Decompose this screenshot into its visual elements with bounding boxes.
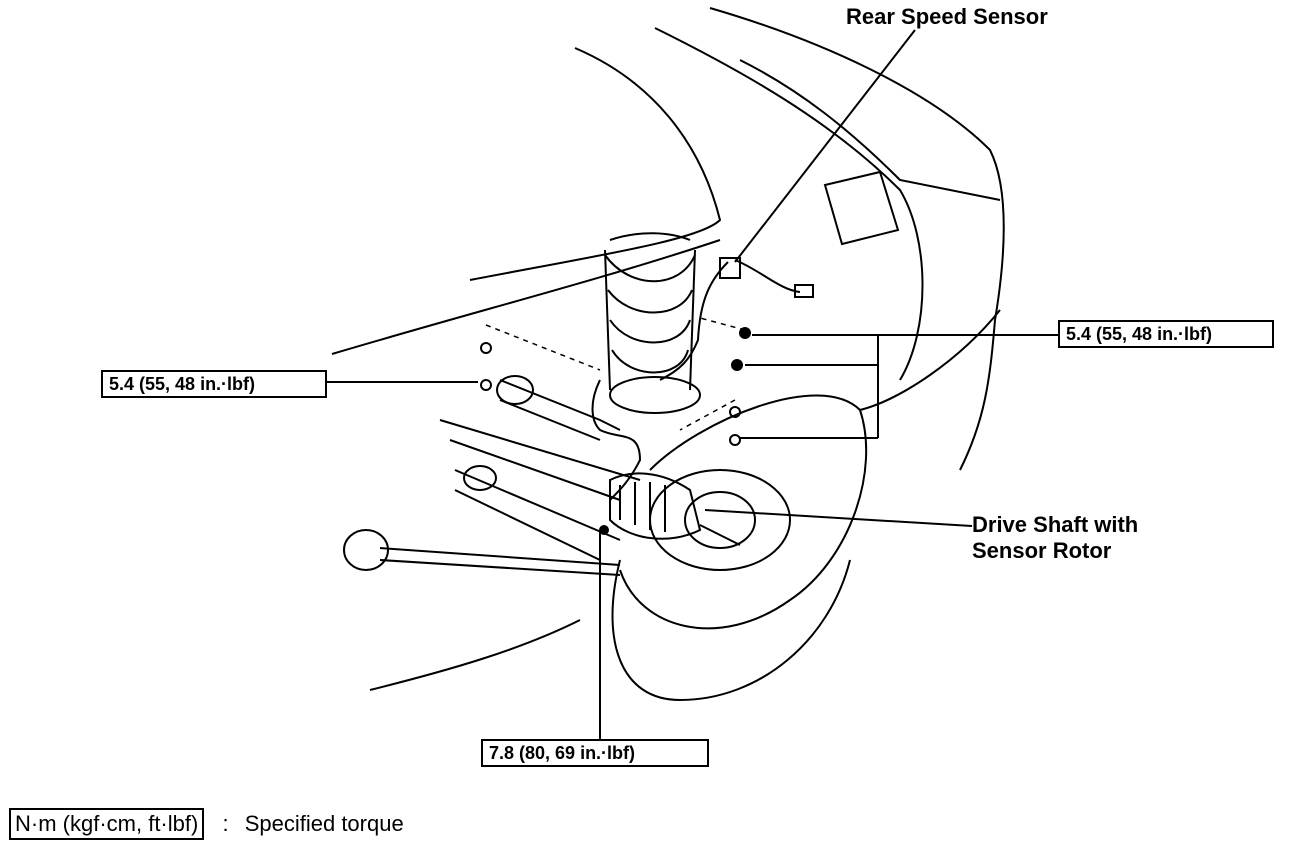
drive-shaft-boot bbox=[609, 472, 741, 546]
leader-lines bbox=[322, 29, 1058, 740]
drive-shaft-label: Drive Shaft with Sensor Rotor bbox=[972, 512, 1138, 564]
legend-separator: : bbox=[222, 811, 229, 836]
torque-legend: N·m (kgf·cm, ft·lbf) : Specified torque bbox=[9, 808, 404, 840]
wheel-hub bbox=[369, 394, 868, 702]
strut-spring bbox=[604, 232, 701, 414]
legend-description: Specified torque bbox=[244, 811, 404, 836]
fastener-bolts bbox=[480, 327, 751, 535]
dashed-guide-lines bbox=[485, 317, 746, 431]
torque-spec-right: 5.4 (55, 48 in.·lbf) bbox=[1058, 320, 1274, 348]
body-panel-outline bbox=[331, 7, 1005, 471]
drive-shaft-label-line1: Drive Shaft with bbox=[972, 512, 1139, 537]
speed-sensor-harness bbox=[591, 257, 814, 501]
rear-speed-sensor-label: Rear Speed Sensor bbox=[846, 4, 1048, 29]
drive-shaft-label-line2: Sensor Rotor bbox=[972, 538, 1112, 563]
control-arms bbox=[343, 375, 641, 576]
legend-unit-box: N·m (kgf·cm, ft·lbf) bbox=[9, 808, 205, 840]
torque-spec-left: 5.4 (55, 48 in.·lbf) bbox=[101, 370, 327, 398]
torque-spec-bottom: 7.8 (80, 69 in.·lbf) bbox=[481, 739, 709, 767]
